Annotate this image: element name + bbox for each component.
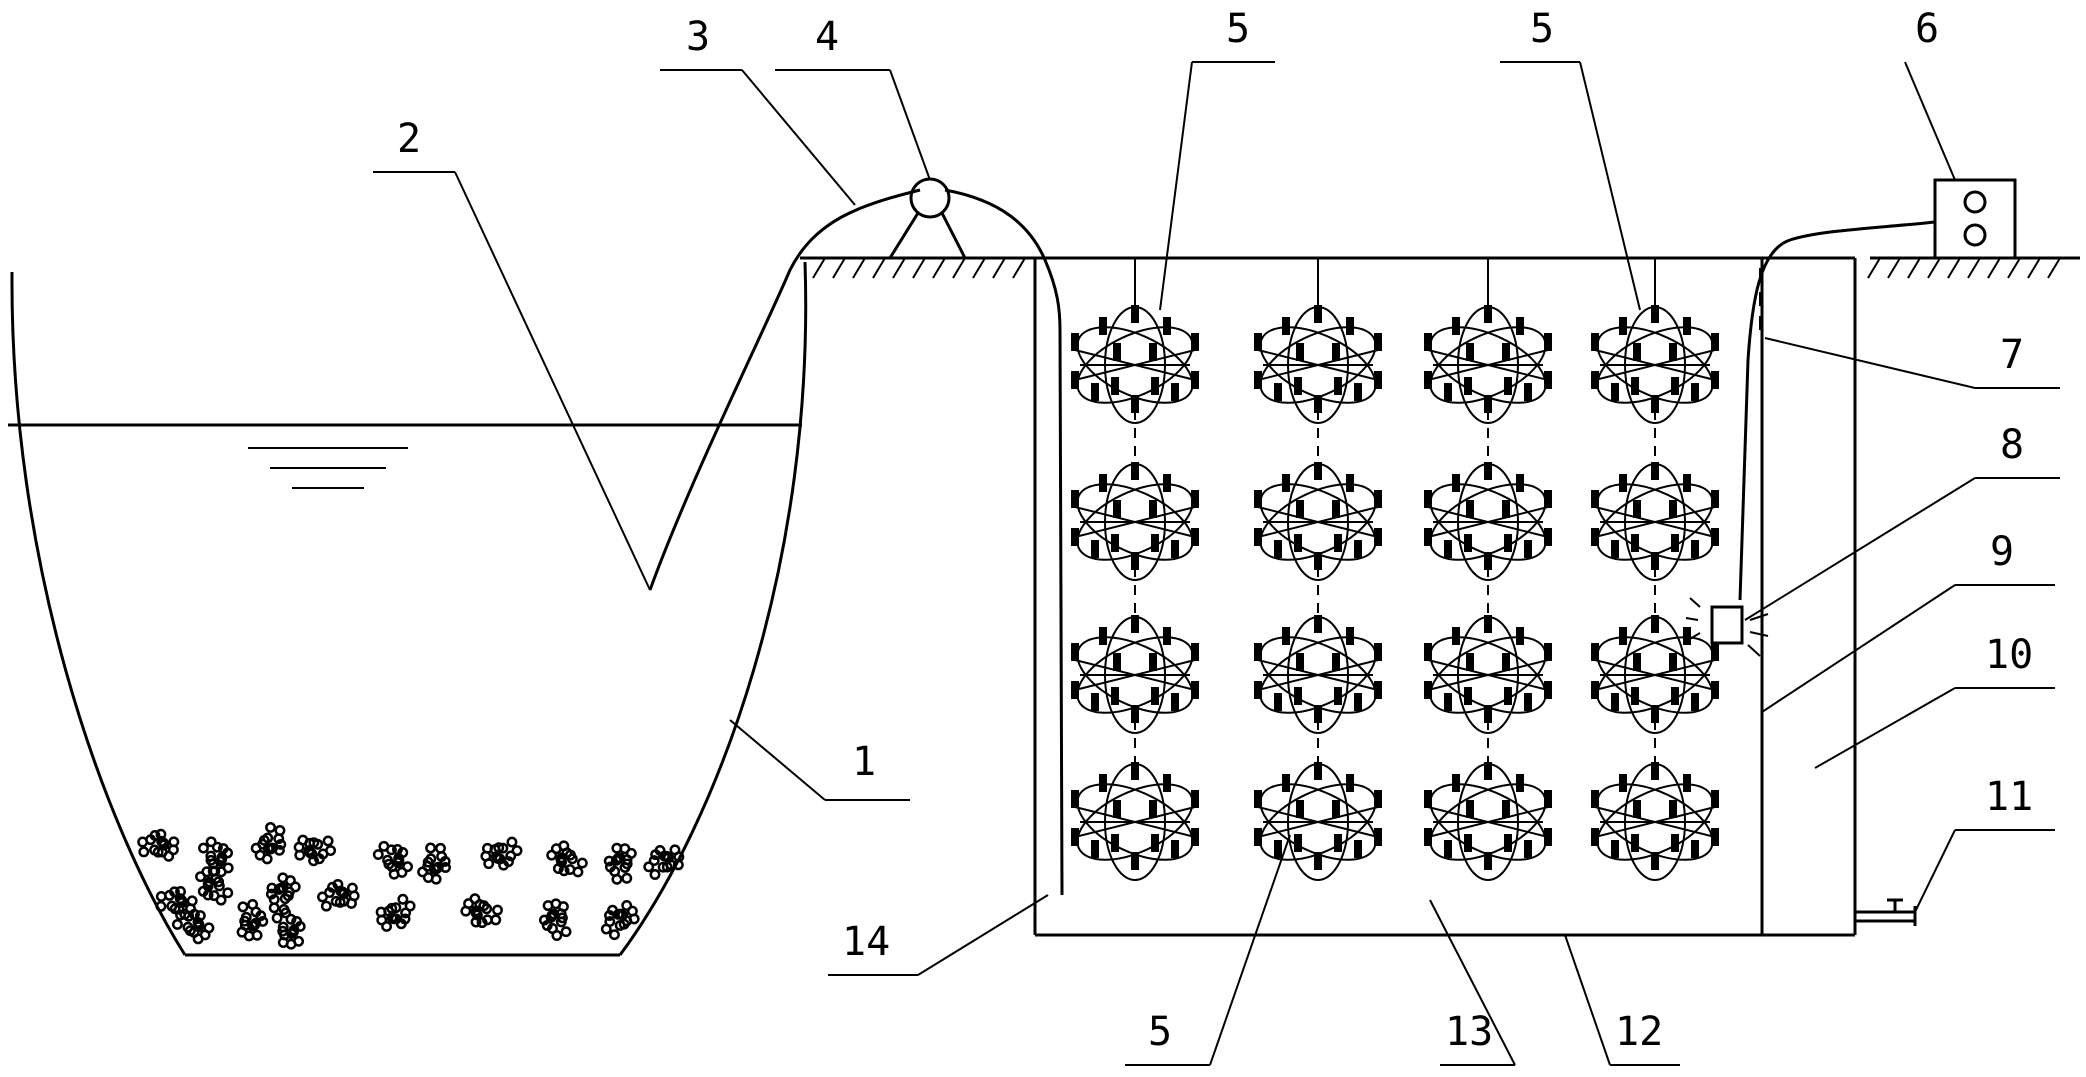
label-4: 4 — [815, 14, 839, 60]
label-3: 3 — [686, 14, 710, 60]
label-7: 7 — [2000, 332, 2024, 378]
sediment-cluster — [236, 898, 269, 942]
label-11: 11 — [1985, 774, 2033, 820]
filler-unit — [1591, 615, 1719, 734]
water-surface — [8, 423, 802, 489]
filler-unit — [1424, 615, 1552, 734]
part-labels: 1 2 3 4 5 5 5 6 7 8 9 10 11 12 13 14 — [397, 6, 2033, 1055]
sediment-cluster — [603, 842, 637, 885]
label-2: 2 — [397, 116, 421, 162]
sediment-cluster — [155, 886, 198, 920]
pond-container — [10, 261, 808, 957]
label-9: 9 — [1990, 529, 2014, 575]
label-1: 1 — [852, 739, 876, 785]
sediment-cluster — [271, 907, 306, 950]
control-box — [1738, 178, 2017, 601]
outlet-valve — [1855, 898, 1917, 926]
light-sensor — [1685, 597, 1769, 657]
sediment-cluster — [317, 878, 360, 912]
sediment-cluster — [600, 900, 640, 941]
pipe — [648, 188, 1064, 896]
filler-unit — [1071, 615, 1199, 734]
sediment-cluster — [460, 893, 503, 929]
sediment-cluster — [417, 842, 451, 885]
filler-unit — [1424, 305, 1552, 424]
sediment-cluster — [643, 844, 685, 880]
filler-grid — [1071, 258, 1719, 881]
filler-unit — [1254, 615, 1382, 734]
filler-unit — [1254, 462, 1382, 581]
label-5-top-left: 5 — [1226, 6, 1250, 52]
label-8: 8 — [2000, 422, 2024, 468]
sediment-cluster — [538, 898, 572, 941]
filler-unit — [1254, 762, 1382, 881]
sediment-cluster — [372, 840, 413, 880]
label-14: 14 — [842, 919, 890, 965]
sediment-cluster — [265, 872, 301, 915]
sediment-cluster — [480, 836, 523, 871]
filler-unit — [1071, 762, 1199, 881]
sediment-cluster — [546, 840, 588, 878]
filler-unit — [1424, 762, 1552, 881]
filler-unit — [1254, 305, 1382, 424]
filler-unit — [1071, 305, 1199, 424]
sediment-cluster — [195, 865, 234, 906]
filler-unit — [1424, 462, 1552, 581]
label-5-top-right: 5 — [1530, 6, 1554, 52]
filler-unit — [1591, 462, 1719, 581]
sediment-cluster — [375, 893, 416, 932]
treatment-tank — [1033, 258, 1857, 937]
sediment-cluster — [293, 834, 337, 867]
filler-unit — [1591, 305, 1719, 424]
label-5-bottom: 5 — [1148, 1009, 1172, 1055]
sediment-clusters — [137, 821, 685, 950]
sediment-cluster — [250, 821, 287, 865]
ground-left — [800, 256, 1035, 279]
sediment-cluster — [171, 908, 215, 945]
label-12: 12 — [1615, 1009, 1663, 1055]
ground-right — [1867, 256, 2080, 279]
filler-unit — [1591, 762, 1719, 881]
label-13: 13 — [1445, 1009, 1493, 1055]
leader-lines — [373, 61, 2060, 1066]
filler-unit — [1071, 462, 1199, 581]
sediment-cluster — [137, 828, 180, 862]
label-10: 10 — [1985, 632, 2033, 678]
label-6: 6 — [1915, 6, 1939, 52]
